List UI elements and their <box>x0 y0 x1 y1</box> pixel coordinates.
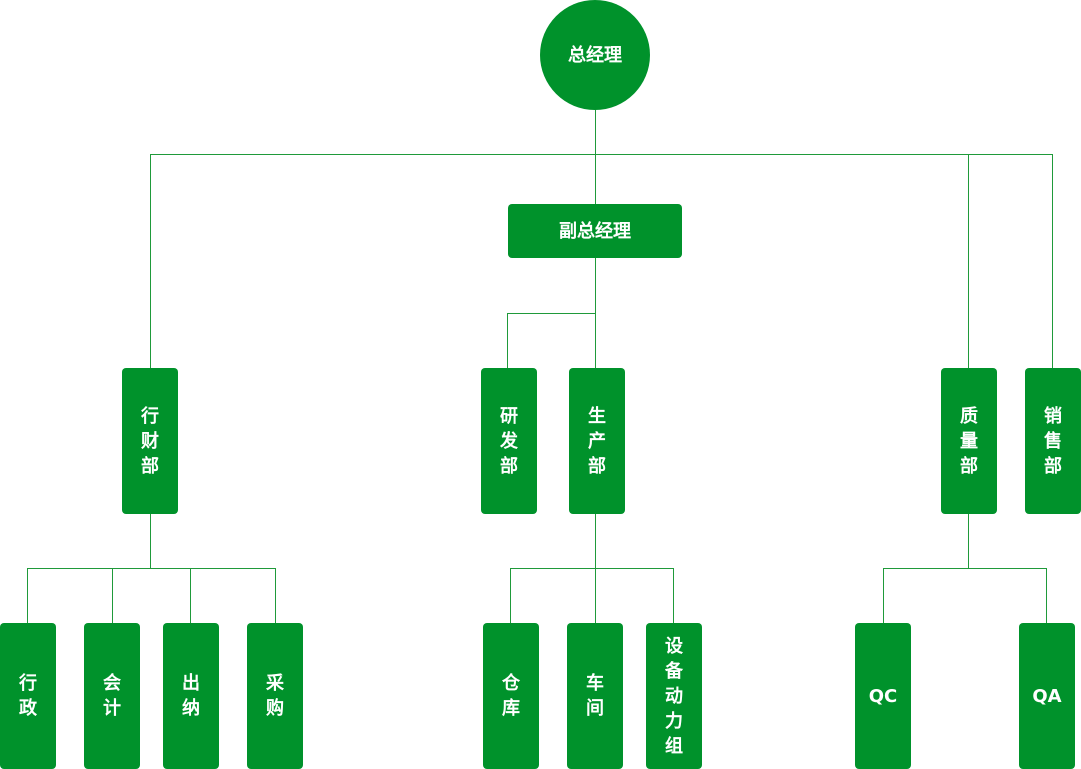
qa-node: QA <box>1019 623 1075 769</box>
production-dept-node: 生产部 <box>569 368 625 514</box>
workshop-node: 车间 <box>567 623 623 769</box>
node-label: 行政 <box>18 673 37 719</box>
general-manager-node: 总经理 <box>540 0 650 110</box>
node-label: 质量部 <box>959 405 978 477</box>
accounting-node: 会计 <box>84 623 140 769</box>
cashier-node: 出纳 <box>163 623 219 769</box>
qc-node: QC <box>855 623 911 769</box>
node-label: 设备动力组 <box>664 635 683 757</box>
procurement-node: 采购 <box>247 623 303 769</box>
node-label: 出纳 <box>181 673 200 719</box>
node-label: 行财部 <box>140 405 159 477</box>
sales-dept-node: 销售部 <box>1025 368 1081 514</box>
admin-node: 行政 <box>0 623 56 769</box>
node-label: 副总经理 <box>559 220 631 242</box>
node-label: 会计 <box>102 673 121 719</box>
deputy-general-manager-node: 副总经理 <box>508 204 682 258</box>
node-label: 车间 <box>585 673 604 719</box>
node-label: 生产部 <box>587 405 606 477</box>
rnd-dept-node: 研发部 <box>481 368 537 514</box>
warehouse-node: 仓库 <box>483 623 539 769</box>
node-label: 仓库 <box>501 673 520 719</box>
node-label: 总经理 <box>568 44 622 66</box>
node-label: QC <box>868 685 898 707</box>
equipment-power-group-node: 设备动力组 <box>646 623 702 769</box>
quality-dept-node: 质量部 <box>941 368 997 514</box>
node-label: QA <box>1032 685 1062 707</box>
admin-finance-dept-node: 行财部 <box>122 368 178 514</box>
node-label: 销售部 <box>1043 405 1062 477</box>
node-label: 采购 <box>265 673 284 719</box>
node-label: 研发部 <box>499 405 518 477</box>
